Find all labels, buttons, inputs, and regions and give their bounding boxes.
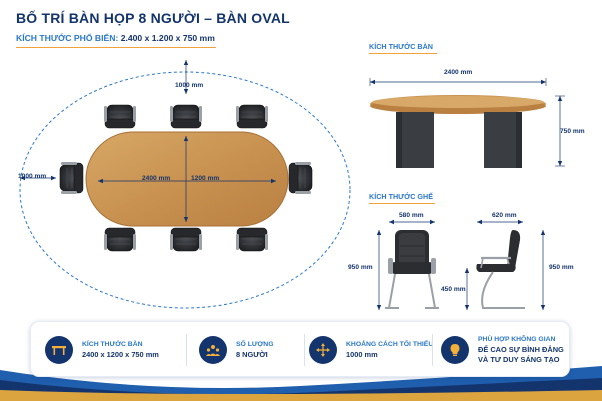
chair-front-view xyxy=(385,230,439,309)
chair-section-underline xyxy=(369,203,435,205)
people-icon xyxy=(199,336,227,364)
chair-bottom-left xyxy=(103,227,137,252)
table-width-label: 1200 mm xyxy=(191,175,220,182)
lightbulb-icon xyxy=(441,336,469,364)
chair-spacing-label: 1000 mm xyxy=(175,82,204,89)
page-title: BỐ TRÍ BÀN HỌP 8 NGƯỜI – BÀN OVAL xyxy=(16,10,290,26)
table-side-view xyxy=(369,78,565,168)
chair-views xyxy=(376,219,546,310)
subtitle-underline xyxy=(16,47,216,49)
feature-value-2: VÀ TƯ DUY SÁNG TẠO xyxy=(478,354,560,364)
side-clearance-label: 1000 mm xyxy=(18,173,47,180)
chair-bottom-center xyxy=(169,227,203,252)
chair-front-width-label: 580 mm xyxy=(399,212,424,219)
features-panel: KÍCH THƯỚC BÀN 2400 x 1200 x 750 mm SỐ L… xyxy=(30,321,570,377)
chair-side-depth-label: 620 mm xyxy=(492,212,517,219)
feature-value: 1000 mm xyxy=(346,349,378,359)
feature-value: ĐỂ CAO SỰ BÌNH ĐẲNG xyxy=(478,344,564,354)
feature-space-fit: PHÙ HỢP KHÔNG GIAN ĐỂ CAO SỰ BÌNH ĐẲNG V… xyxy=(441,330,565,370)
layout-diagram xyxy=(19,60,351,309)
chair-side-view xyxy=(476,230,525,309)
feature-label: SỐ LƯỢNG xyxy=(236,341,274,349)
chair-section-label: KÍCH THƯỚC GHẾ xyxy=(369,192,434,201)
table-base-right xyxy=(484,112,522,168)
table-height-label: 750 mm xyxy=(560,128,585,135)
feature-label: KÍCH THƯỚC BÀN xyxy=(82,341,143,349)
table-section-underline xyxy=(369,53,437,55)
decorative-wave xyxy=(0,366,602,401)
feature-min-distance: KHOẢNG CÁCH TỐI THIỂU 1000 mm xyxy=(309,330,433,370)
table-base-left xyxy=(396,112,434,168)
page-subtitle: KÍCH THƯỚC PHỔ BIẾN: 2.400 x 1.200 x 750… xyxy=(16,33,215,43)
chair-top-center xyxy=(169,104,203,129)
table-length-label: 2400 mm xyxy=(142,175,171,182)
chair-seat-height-label: 450 mm xyxy=(441,286,466,293)
feature-value: 8 NGƯỜI xyxy=(236,349,268,359)
chair-top-left xyxy=(103,104,137,129)
chair-left-end xyxy=(59,161,84,195)
feature-value: 2400 x 1200 x 750 mm xyxy=(82,349,159,359)
subtitle-label: KÍCH THƯỚC PHỔ BIẾN: xyxy=(16,33,119,43)
feature-table-size: KÍCH THƯỚC BÀN 2400 x 1200 x 750 mm xyxy=(45,330,187,370)
chair-bottom-right xyxy=(235,227,269,252)
chair-right-end xyxy=(288,161,313,195)
table-icon xyxy=(45,336,73,364)
chair-total-height-label: 950 mm xyxy=(348,264,373,271)
clearance-boundary xyxy=(19,71,351,309)
chair-top-right xyxy=(235,104,269,129)
chair-side-height-label: 950 mm xyxy=(549,264,574,271)
feature-quantity: SỐ LƯỢNG 8 NGƯỜI xyxy=(199,330,305,370)
arrows-icon xyxy=(309,336,337,364)
feature-label: KHOẢNG CÁCH TỐI THIỂU xyxy=(346,341,434,349)
feature-label: PHÙ HỢP KHÔNG GIAN xyxy=(478,336,556,344)
subtitle-value: 2.400 x 1.200 x 750 mm xyxy=(120,33,215,43)
oval-table-top xyxy=(85,131,289,227)
table-side-length-label: 2400 mm xyxy=(444,69,473,76)
table-section-label: KÍCH THƯỚC BÀN xyxy=(369,42,433,51)
